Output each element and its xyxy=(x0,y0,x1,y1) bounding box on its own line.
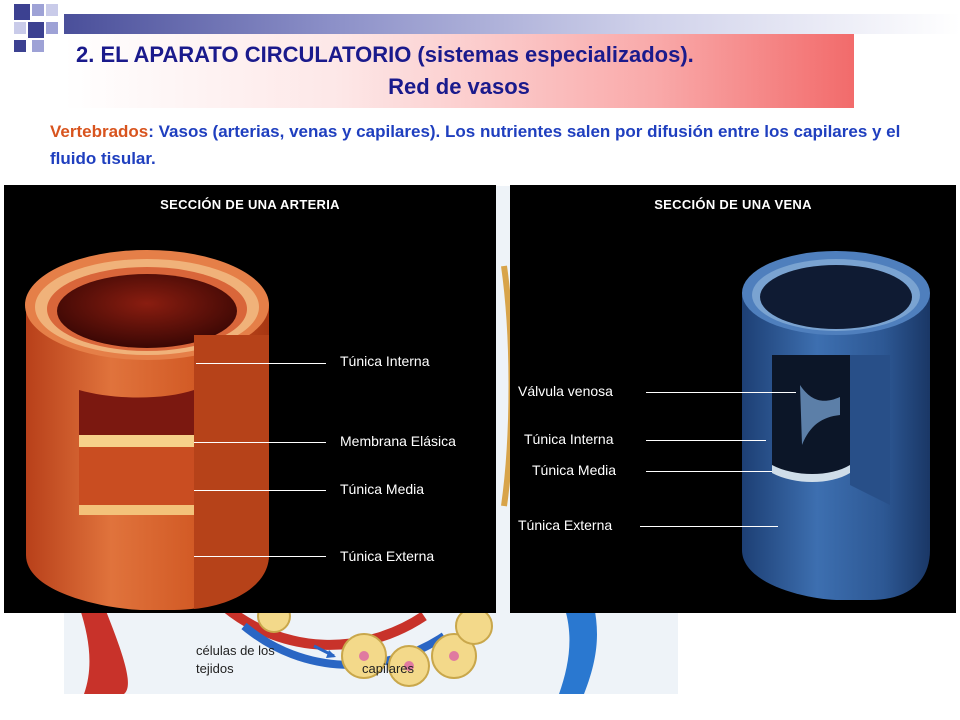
vein-label-valve: Válvula venosa xyxy=(518,383,613,399)
vein-label-intima: Túnica Interna xyxy=(524,431,614,447)
artery-label-intima: Túnica Interna xyxy=(340,353,430,369)
leader-line xyxy=(194,556,326,557)
corner-square xyxy=(14,40,26,52)
label-capillaries: capilares xyxy=(362,661,415,676)
title-banner xyxy=(64,34,854,108)
corner-square xyxy=(14,22,26,34)
leader-line xyxy=(194,442,326,443)
artery-label-elastic: Membrana Elásica xyxy=(340,433,456,449)
corner-square xyxy=(46,22,58,34)
corner-square xyxy=(32,40,44,52)
body-description: Vasos (arterias, venas y capilares). Los… xyxy=(50,122,901,168)
corner-square xyxy=(14,4,30,20)
artery-section-panel: SECCIÓN DE UNA ARTERIA Túnica In xyxy=(4,185,496,613)
vein-drawing xyxy=(742,251,930,600)
vein-title: SECCIÓN DE UNA VENA xyxy=(654,197,812,212)
vein-label-externa: Túnica Externa xyxy=(518,517,613,533)
artery-label-externa: Túnica Externa xyxy=(340,548,435,564)
label-tissue-cells: células de los tejidos xyxy=(196,643,275,676)
body-term: Vertebrados xyxy=(50,122,149,141)
corner-square xyxy=(46,4,58,16)
artery-label-media: Túnica Media xyxy=(340,481,425,497)
leader-line xyxy=(646,392,796,393)
leader-line xyxy=(646,440,766,441)
vein-section-panel: SECCIÓN DE UNA VENA Válvula venosa Túnic… xyxy=(510,185,956,613)
body-text: Vertebrados: Vasos (arterias, venas y ca… xyxy=(50,118,930,172)
page-title: 2. EL APARATO CIRCULATORIO (sistemas esp… xyxy=(76,42,694,67)
leader-line xyxy=(646,471,772,472)
header-bar xyxy=(64,14,960,34)
vein-label-media: Túnica Media xyxy=(532,462,617,478)
corner-square xyxy=(28,22,44,38)
leader-line xyxy=(640,526,778,527)
artery-drawing xyxy=(25,250,269,610)
leader-line xyxy=(196,363,326,364)
artery-title: SECCIÓN DE UNA ARTERIA xyxy=(160,197,340,212)
page-subtitle: Red de vasos xyxy=(388,74,530,99)
leader-line xyxy=(194,490,326,491)
body-separator: : xyxy=(148,122,159,141)
corner-square xyxy=(32,4,44,16)
